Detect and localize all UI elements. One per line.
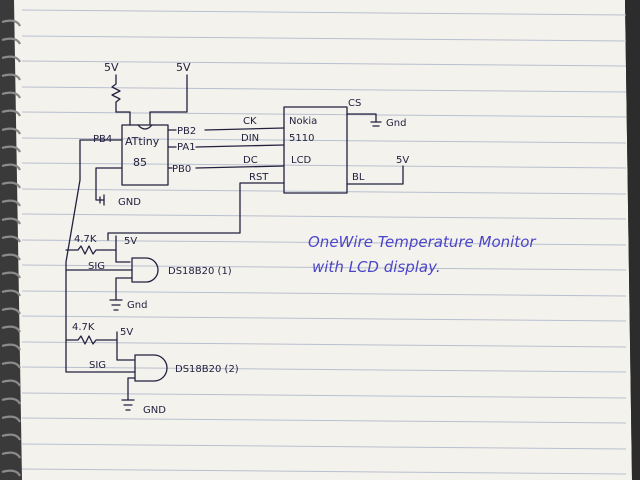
sensor2-ground-icon [121, 399, 135, 411]
sensor1-gnd-label: Gnd [127, 300, 147, 311]
vcc-wire-right [149, 74, 188, 126]
ruled-lines [21, 9, 627, 475]
sensor1-name: DS18B20 (1) [168, 266, 232, 277]
onewire-bus-wire [65, 139, 136, 373]
pin-label-pa1: PA1 [177, 142, 196, 153]
sensor2-gnd-wire [127, 377, 136, 401]
sensor1-ground-icon [109, 299, 123, 311]
paper-sheet [14, 0, 632, 480]
sensor1-gnd-wire [115, 277, 133, 301]
clk-wire-label: CK [243, 116, 257, 127]
pullup-resistor-wire [111, 74, 121, 113]
vcc-label-right: 5V [176, 61, 191, 74]
cs-ground-icon [370, 121, 382, 127]
clk-wire [204, 127, 285, 131]
ground-icon [99, 194, 105, 206]
pin-label-pb0: PB0 [172, 164, 191, 175]
note-line2: with LCD display. [312, 258, 441, 276]
note-line1: OneWire Temperature Monitor [308, 233, 536, 251]
sensor1-ds18b20-body [131, 257, 159, 283]
spiral-binding [1, 19, 21, 477]
sensor2-gnd-label: GND [143, 405, 166, 416]
pin1-to-chip-wire [115, 111, 131, 126]
rst-wire [107, 182, 285, 241]
sensor1-vcc-wire [115, 235, 131, 263]
sensor2-resistor-label: 4.7K [72, 322, 95, 333]
paper-shadow [625, 0, 640, 480]
mcu-gnd-label: GND [118, 197, 141, 208]
sensor1-vcc-label: 5V [124, 236, 137, 247]
sensor2-resistor [65, 335, 118, 345]
lcd-cs-gnd-label: Gnd [386, 118, 406, 129]
sensor1-resistor [65, 245, 117, 255]
lcd-bl-label: BL [352, 172, 365, 183]
lcd-cs-label: CS [348, 98, 361, 109]
chip-name: ATtiny [125, 135, 160, 148]
sensor1-sig-label: SIG [88, 261, 105, 272]
lcd-label-line1: Nokia [289, 116, 317, 127]
din-wire [195, 144, 285, 148]
vcc-label-left: 5V [104, 61, 119, 74]
sensor2-vcc-label: 5V [120, 327, 133, 338]
sensor2-vcc-wire [116, 331, 135, 361]
pin-label-pb2: PB2 [177, 126, 196, 137]
chip-notch [137, 124, 153, 130]
chip-model: 85 [133, 156, 147, 169]
din-wire-label: DIN [241, 133, 259, 144]
cs-ground-wire [346, 113, 377, 123]
sensor2-sig-label: SIG [89, 360, 106, 371]
rst-wire-label: RST [249, 172, 269, 183]
sensor2-ds18b20-body [134, 354, 168, 382]
dc-wire-label: DC [243, 155, 258, 166]
dc-wire [195, 165, 285, 169]
lcd-label-line2: 5110 [289, 133, 314, 144]
attiny-chip [121, 124, 169, 186]
nokia-lcd-module [283, 106, 348, 194]
sensor2-name: DS18B20 (2) [175, 364, 239, 375]
lcd-bl-vcc-label: 5V [396, 155, 409, 166]
lcd-label-line3: LCD [291, 155, 312, 166]
bl-vcc-wire [346, 165, 404, 185]
sensor1-resistor-label: 4.7K [74, 234, 97, 245]
